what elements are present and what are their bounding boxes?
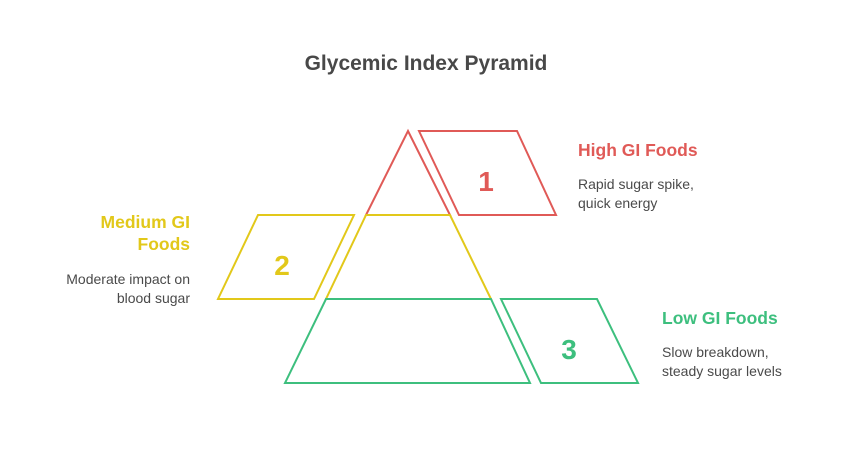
level-2-heading-line-2: Foods xyxy=(137,234,191,254)
level-3-number-box xyxy=(499,298,640,384)
pyramid-level-1-high xyxy=(364,128,452,216)
level-1-number-box xyxy=(417,130,558,216)
level-2-description-line-1: Moderate impact on xyxy=(66,271,190,287)
level-1-heading: High GI Foods xyxy=(578,140,698,160)
level-3-description-line-2: steady sugar levels xyxy=(662,363,782,379)
level-2-heading: Medium GI Foods xyxy=(101,211,190,255)
level-1-number: 1 xyxy=(478,166,494,197)
level-1-description-line-2: quick energy xyxy=(578,195,658,211)
level-2-description: Moderate impact on blood sugar xyxy=(66,270,190,308)
level-2-heading-line-1: Medium GI xyxy=(100,212,190,232)
level-2-number: 2 xyxy=(274,250,290,281)
level-1-description-line-1: Rapid sugar spike, xyxy=(578,176,694,192)
level-3-description: Slow breakdown, steady sugar levels xyxy=(662,343,782,381)
level-3-heading: Low GI Foods xyxy=(662,308,778,328)
level-3-description-line-1: Slow breakdown, xyxy=(662,344,769,360)
pyramid-level-2-medium xyxy=(324,214,493,300)
level-3-number: 3 xyxy=(561,334,577,365)
diagram-title: Glycemic Index Pyramid xyxy=(304,52,548,75)
level-1-description: Rapid sugar spike, quick energy xyxy=(578,175,694,213)
pyramid-level-3-low xyxy=(283,298,532,384)
level-2-description-line-2: blood sugar xyxy=(116,290,190,306)
level-2-number-box xyxy=(216,214,356,300)
